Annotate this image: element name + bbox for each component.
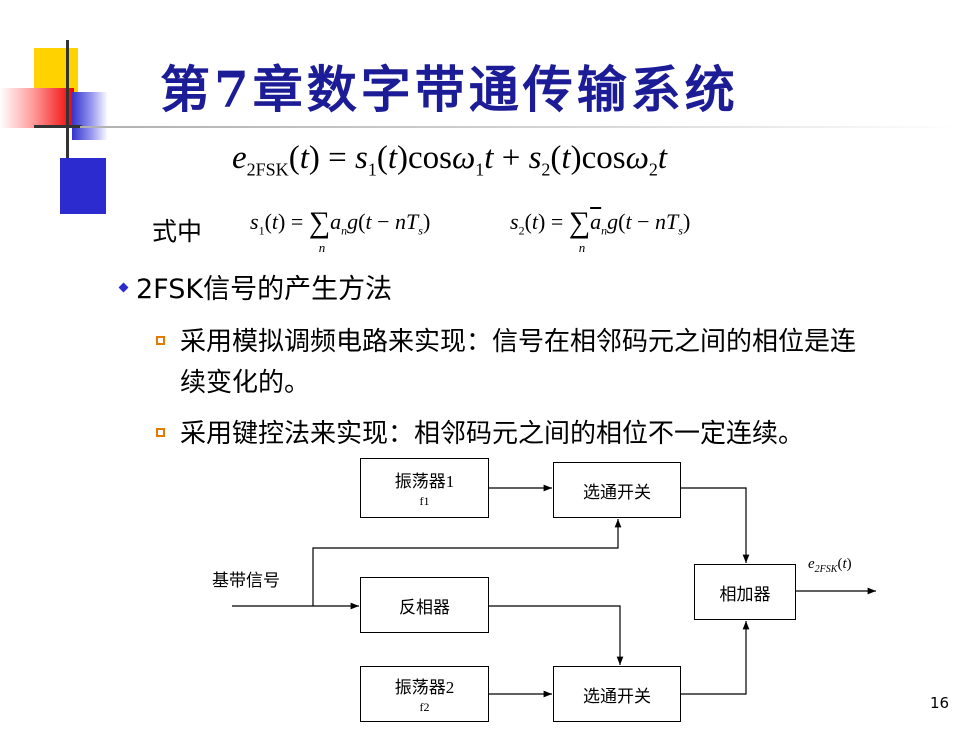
gate-switch1-label: 选通开关 [583,482,651,502]
slide-title: 第7章数字带通传输系统 [160,60,739,119]
oscillator2-label: 振荡器2 [394,678,455,697]
gate-switch2-label: 选通开关 [583,686,651,706]
gate-switch1-box: 选通开关 [553,462,681,518]
inverter-label: 反相器 [399,597,450,617]
title-underline-rule [80,126,960,128]
gate-switch2-box: 选通开关 [553,666,681,722]
decor-yellow-square [34,48,78,92]
square-bullet-icon [156,336,165,345]
sub-bullet-keying-method: 采用键控法来实现：相邻码元之间的相位不一定连续。 [180,419,805,449]
main-equation: e2FSK(t) = s1(t)cosω1t + s2(t)cosω2t [232,140,668,180]
oscillator2-frequency: f2 [419,700,430,714]
baseband-signal-label: 基带信号 [212,571,280,590]
inverter-to-switch2-arrow [489,605,624,665]
inverter-box: 反相器 [360,577,489,633]
baseband-to-switch1-arrow [312,519,622,606]
decor-horizontal-line [34,125,82,128]
sub-bullet-analog-fm-line1: 采用模拟调频电路来实现：信号在相邻码元之间的相位是连 [180,327,857,357]
where-label: 式中 [152,217,203,246]
adder-label: 相加器 [719,584,771,604]
oscillator2-box: 振荡器2 f2 [360,666,489,722]
bullet-2fsk-generation: 2FSK信号的产生方法 [136,274,393,305]
oscillator1-frequency: f1 [419,494,430,508]
switch1-to-adder-arrow [681,487,750,563]
oscillator1-label: 振荡器1 [394,472,455,491]
output-signal-label: e2FSK(t) [808,556,852,575]
decor-blue-square [60,158,106,214]
oscillator1-box: 振荡器1 f1 [360,458,489,518]
square-bullet-icon [156,428,165,437]
adder-box: 相加器 [694,564,796,620]
page-number: 16 [930,694,950,712]
decor-blue-gradient-square [72,92,108,140]
decor-red-gradient-bar [0,88,74,128]
sub-bullet-analog-fm-line2: 续变化的。 [180,368,311,398]
switch2-to-adder-arrow [681,621,750,695]
decor-vertical-line [66,40,69,158]
